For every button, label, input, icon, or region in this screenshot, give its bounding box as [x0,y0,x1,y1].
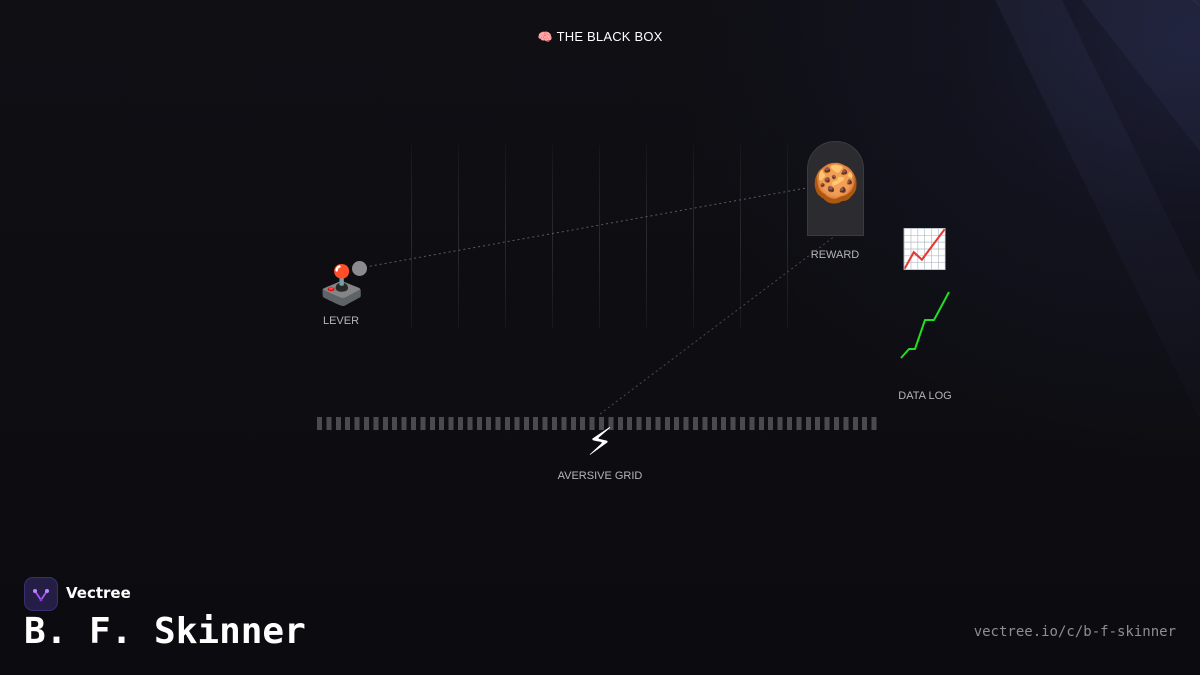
aversive-grid-strip [317,417,879,430]
edge-lever-reward [359,186,813,269]
data-log-trend-line [900,291,950,359]
diagram-title-text: THE BLACK BOX [556,29,663,44]
cage-bar [411,145,412,328]
cage-bar [693,145,694,328]
vectree-logo-icon [33,589,49,602]
diagram-title: 🧠THE BLACK BOX [0,29,1200,44]
cage-bar [505,145,506,328]
cage-bar [458,145,459,328]
brand-name: Vectree [66,584,131,602]
brain-icon: 🧠 [537,30,553,44]
cage-bar [599,145,600,328]
data-log-label: DATA LOG [898,390,952,402]
edge-grid-reward [599,235,836,415]
lever-knob [352,261,367,276]
reward-feeder [807,141,864,236]
page-url: vectree.io/c/b-f-skinner [973,624,1176,640]
cage-bar [552,145,553,328]
aversive-grid-label: AVERSIVE GRID [557,470,643,482]
vectree-logo [24,577,58,611]
cookie-icon: 🍪 [812,161,860,205]
page-title: B. F. Skinner [24,611,306,652]
cage-bar [646,145,647,328]
chart-increasing-icon: 📈 [901,227,949,271]
cage-bar [740,145,741,328]
lever-label: LEVER [322,315,360,327]
joystick-icon: 🕹️ [318,263,366,307]
reward-label: REWARD [810,249,860,261]
lightning-icon: ⚡ [586,420,614,464]
cage-bar [787,145,788,328]
